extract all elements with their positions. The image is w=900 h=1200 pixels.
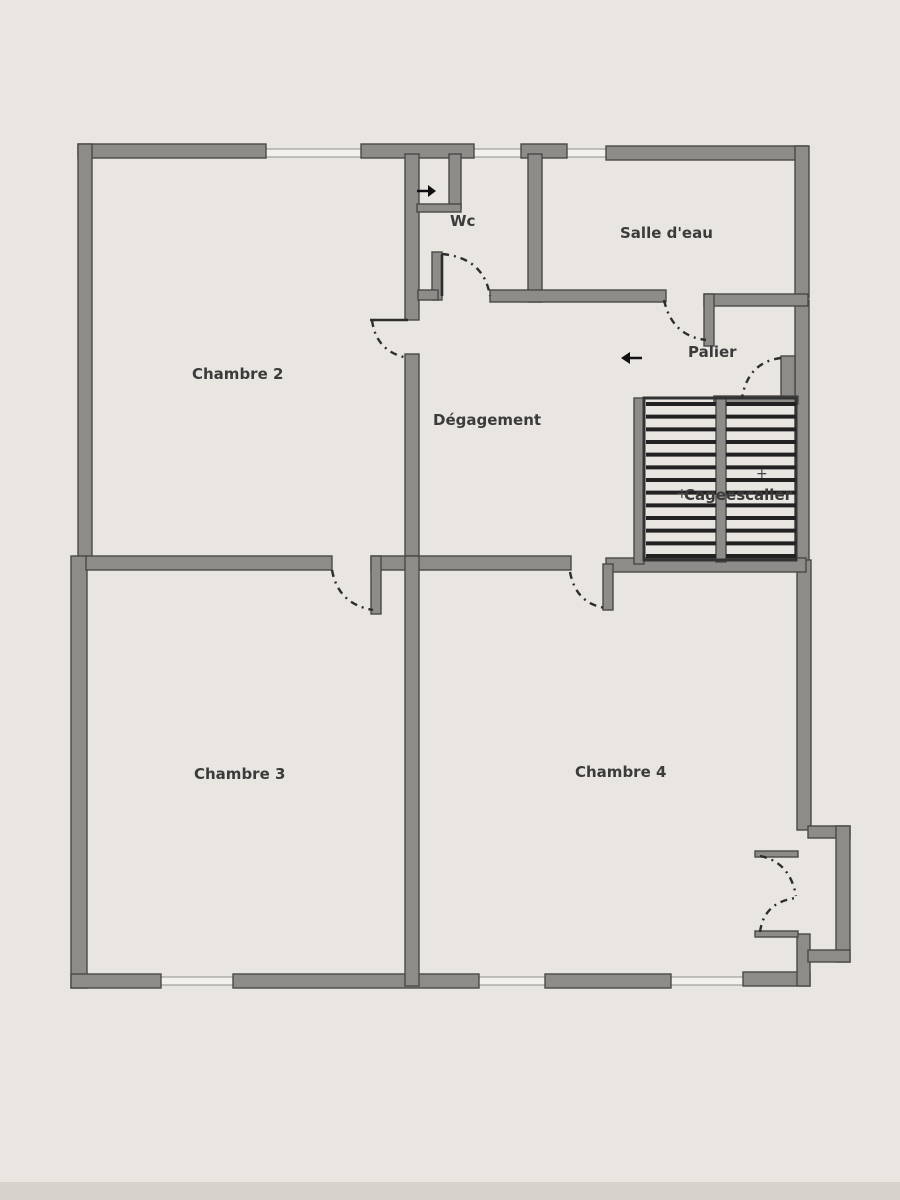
- wall-wc-right: [527, 153, 543, 303]
- wall-right-chambre-4: [796, 559, 812, 831]
- wall-top-1: [77, 143, 267, 159]
- door-swing-icon: [568, 571, 607, 610]
- wall-wc-bottom-left: [417, 289, 439, 301]
- wall-chambre-4-door-jamb: [602, 563, 614, 611]
- wall-palier-left: [703, 293, 715, 347]
- label-degagement: Dégagement: [433, 411, 541, 429]
- label-chambre-4: Chambre 4: [575, 763, 666, 781]
- door-swing-icon: [662, 299, 707, 342]
- label-salle-eau: Salle d'eau: [620, 224, 713, 242]
- window-bottom-chambre-3: [159, 976, 235, 986]
- label-chambre-3: Chambre 3: [194, 765, 285, 783]
- wall-wc-inner-h: [416, 203, 462, 213]
- label-cage-escalier: Cageescalier: [684, 486, 793, 504]
- door-swing-icon: [330, 569, 374, 612]
- wall-stair-middle: [715, 397, 727, 563]
- stair-treads: [646, 402, 796, 558]
- door-swing-icon: [370, 319, 409, 360]
- window-top-wc: [473, 148, 523, 158]
- room-labels: Wc Salle d'eau Palier Chambre 2 Dégageme…: [192, 212, 793, 783]
- stair-marker-left: +: [676, 486, 688, 502]
- wall-mid-left: [85, 555, 333, 571]
- door-swing-icon: [759, 854, 798, 897]
- wall-bay-right: [835, 825, 851, 963]
- wall-palier-top: [703, 293, 809, 307]
- wall-left-upper: [77, 143, 93, 565]
- door-swings: [330, 252, 798, 933]
- wall-bottom-1: [70, 973, 162, 989]
- wall-chambre-3-4: [404, 555, 420, 987]
- label-chambre-2: Chambre 2: [192, 365, 283, 383]
- wall-bottom-3: [544, 973, 672, 989]
- wall-top-4: [605, 145, 809, 161]
- wall-bottom-2: [232, 973, 480, 989]
- stair-marker-right: +: [756, 466, 768, 482]
- wall-bay-bottom: [807, 949, 851, 963]
- staircase-icon: + +: [642, 396, 798, 562]
- wall-right-top: [794, 145, 810, 299]
- label-palier: Palier: [688, 343, 737, 361]
- arrows: [417, 185, 642, 364]
- wall-left-lower: [70, 555, 88, 989]
- wall-palier-right: [780, 355, 796, 401]
- wall-corridor-top: [489, 289, 667, 303]
- arrow-right-icon: [417, 185, 436, 197]
- window-top-salle-eau: [565, 148, 609, 158]
- window-bottom-chambre-4-a: [477, 976, 547, 986]
- window-bottom-chambre-4-b: [669, 976, 746, 986]
- wall-chambre-2-right: [404, 353, 420, 567]
- wall-chambre-3-door-jamb: [370, 555, 382, 615]
- arrow-left-icon: [621, 352, 642, 364]
- wall-wc-left: [404, 153, 420, 321]
- wall-closet-bottom: [754, 930, 799, 938]
- wall-wc-inner-v: [448, 153, 462, 209]
- wall-closet-top: [754, 850, 799, 858]
- door-swing-icon: [740, 356, 782, 399]
- door-swing-icon: [441, 252, 492, 297]
- door-swing-icon: [758, 896, 797, 933]
- label-wc: Wc: [450, 212, 475, 230]
- window-top-chambre-2: [264, 148, 363, 158]
- wall-mid-center: [370, 555, 572, 571]
- paper-edge: [0, 1182, 900, 1200]
